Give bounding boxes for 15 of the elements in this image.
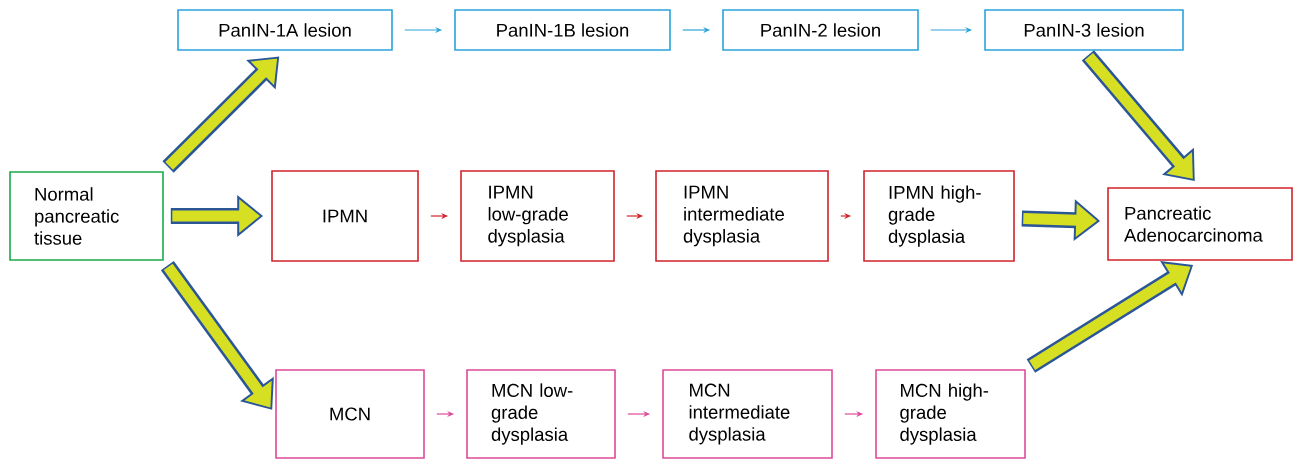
process-box: Pancreatic Adenocarcinoma [1107,187,1293,261]
block-arrow [1081,50,1195,181]
process-box: IPMN [271,170,419,262]
process-box: PanIN-1B lesion [454,9,671,51]
process-box: IPMN high-grade dysplasia [863,170,1015,262]
process-box: MCN high-grade dysplasia [875,369,1026,459]
process-box: MCN intermediate dysplasia [662,369,833,459]
process-box: Normal pancreatic tissue [9,171,164,261]
process-box: IPMN intermediate dysplasia [655,170,829,262]
process-box: MCN [275,369,425,459]
process-box: PanIN-1A lesion [177,9,393,51]
process-box: PanIN-2 lesion [722,9,919,51]
process-box: MCN low-grade dysplasia [466,369,616,459]
process-box: PanIN-3 lesion [984,9,1184,51]
process-box: IPMN low-grade dysplasia [460,170,615,262]
